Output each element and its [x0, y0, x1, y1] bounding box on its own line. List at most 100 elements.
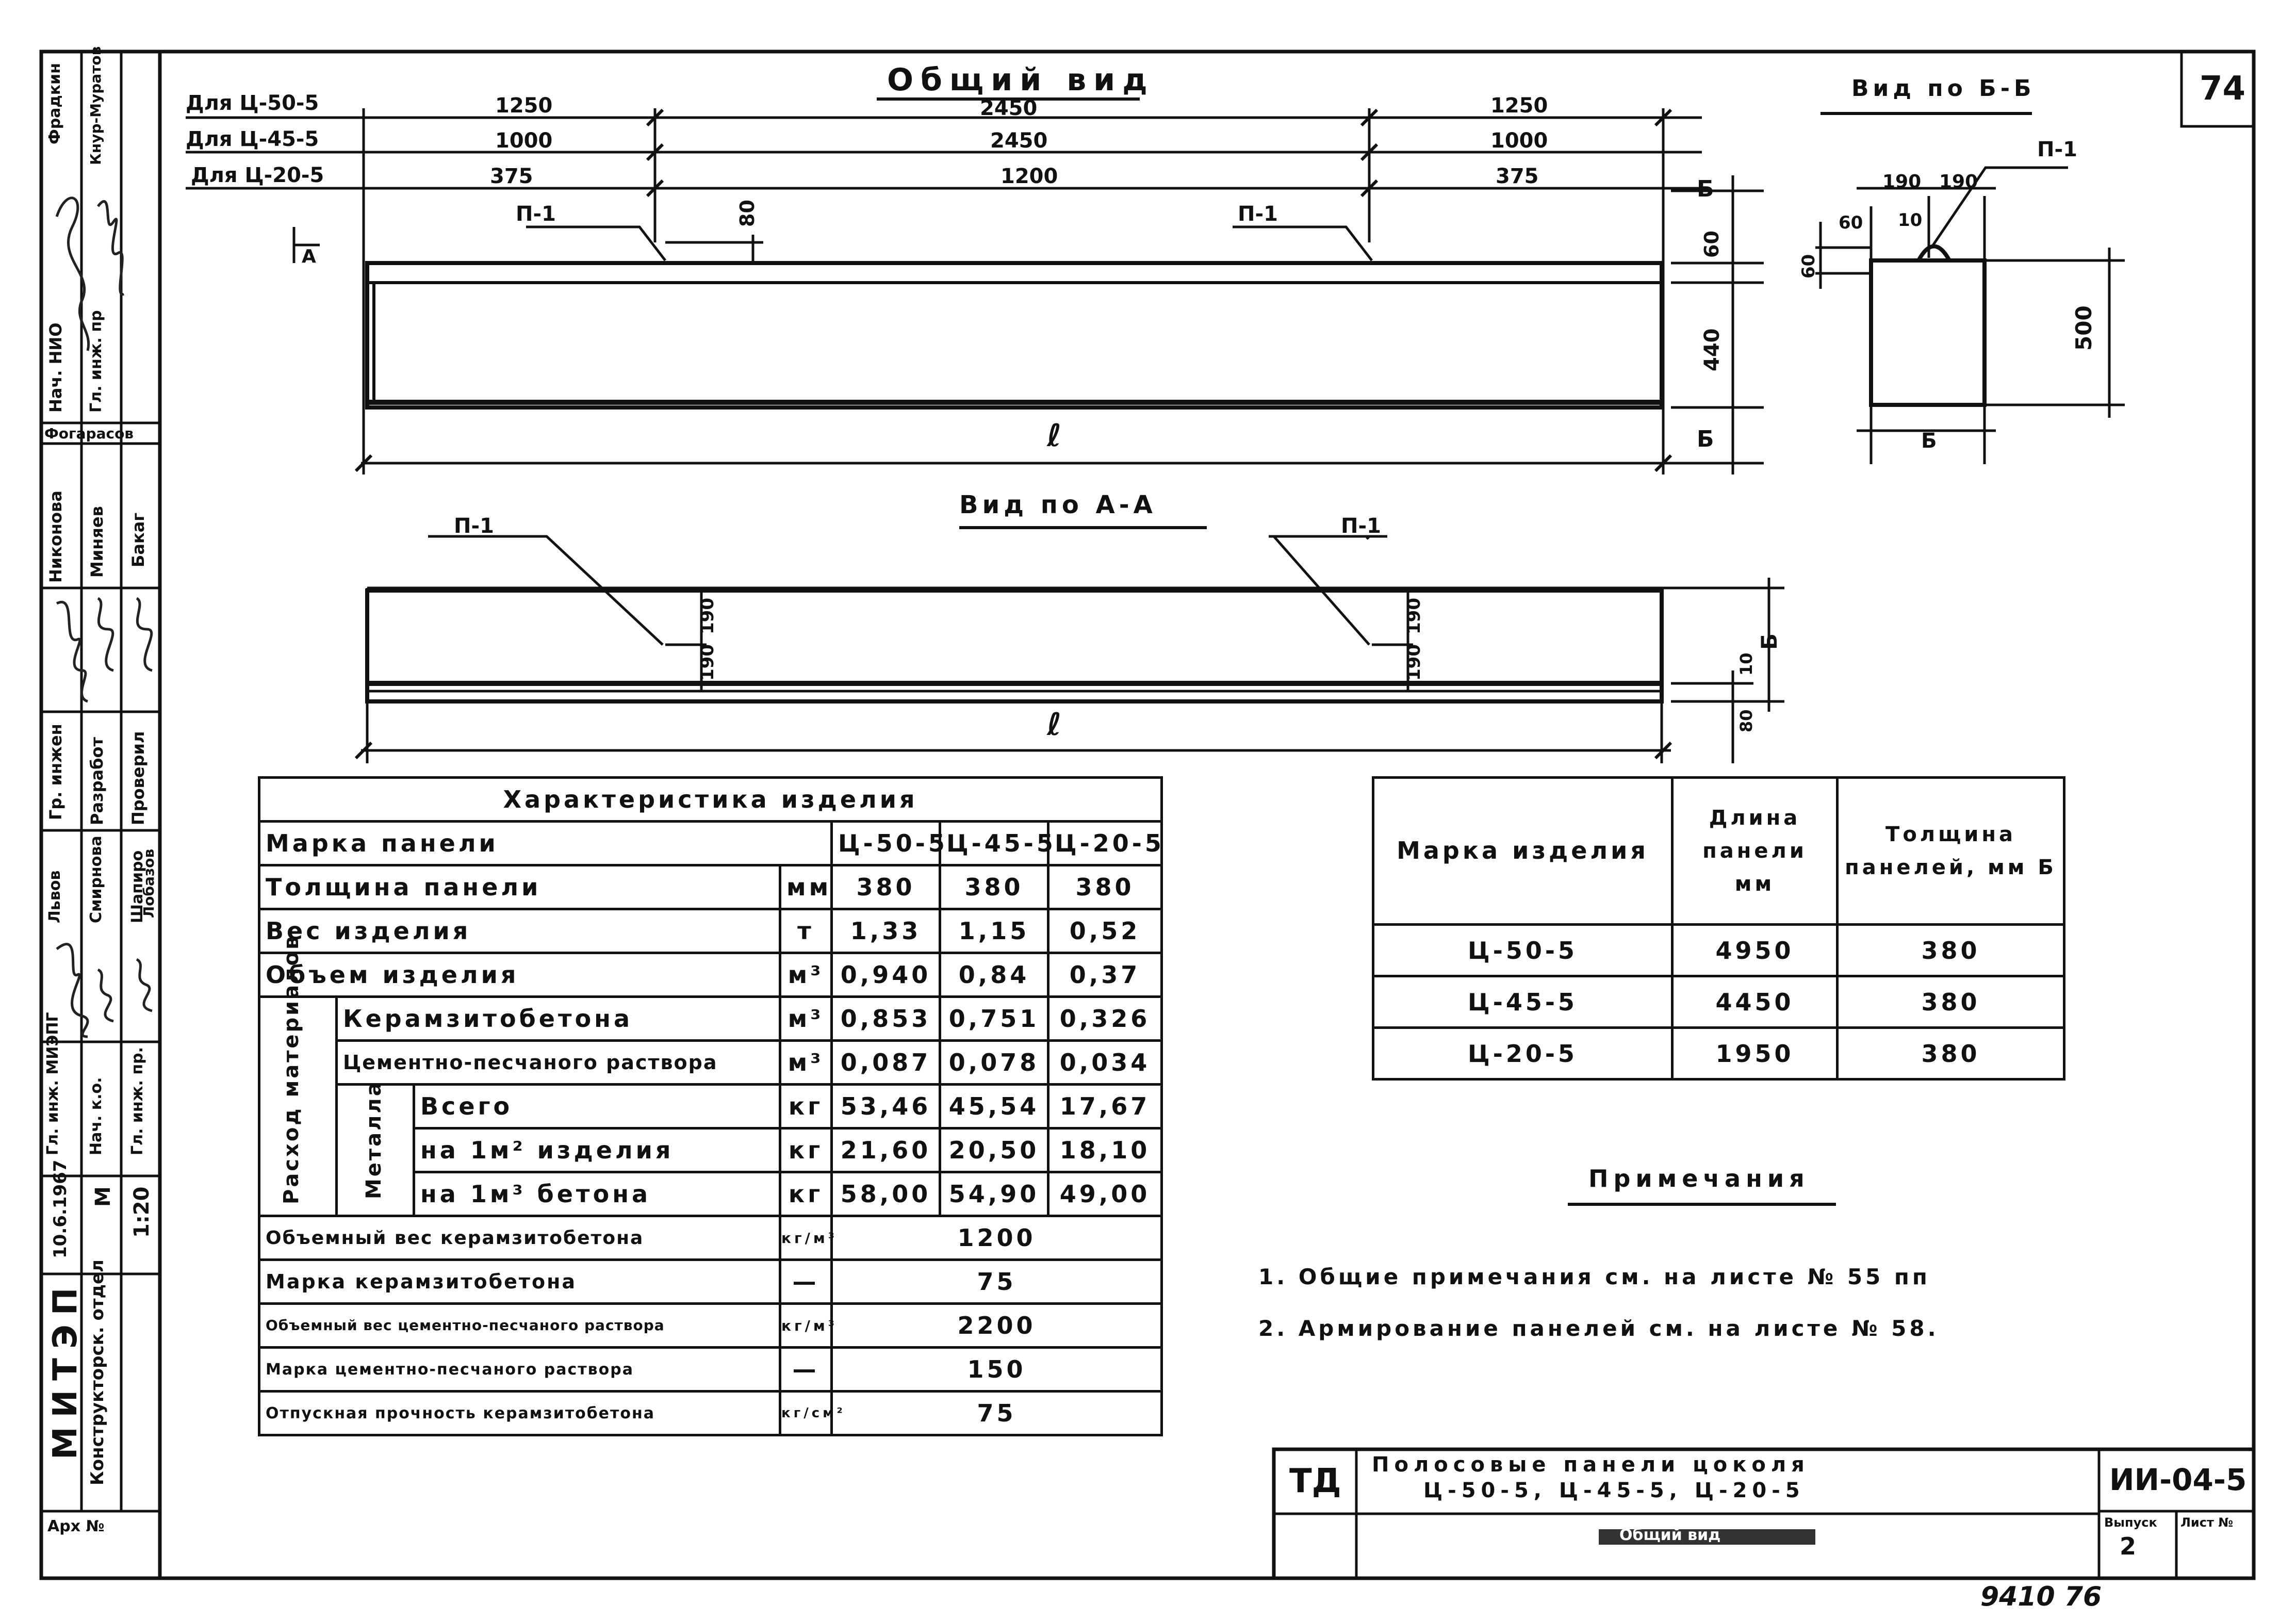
row-value: 380 [830, 864, 941, 910]
characteristics-title: Характеристика изделия [257, 776, 1163, 823]
marks-header-mark: Марка изделия [1372, 776, 1674, 926]
row-unit: м³ [779, 1039, 833, 1086]
row-label: Марка керамзитобетона [258, 1258, 781, 1305]
row-unit: кг/см² [779, 1390, 843, 1436]
general-view-title: Общий вид [887, 62, 1155, 98]
header-col-3: Ц-20-5 [1046, 820, 1163, 866]
view-aa-dim-80: 80 [1736, 709, 1756, 732]
row-value: 1200 [830, 1215, 1163, 1261]
view-aa-dim-10: 10 [1736, 652, 1756, 676]
stamp-role-7: Нач. НИО [46, 322, 65, 413]
title-block-line2: Ц-50-5, Ц-45-5, Ц-20-5 [1423, 1479, 1805, 1502]
row-value: 75 [830, 1390, 1163, 1436]
stamp-archive: Арх № [47, 1517, 105, 1535]
row-value: 380 [1046, 864, 1163, 910]
view-bb-dim-b: Б [1921, 429, 1937, 453]
row-value: 0,087 [830, 1039, 941, 1086]
view-bb-dim-190a: 190 [1882, 171, 1922, 192]
stamp-role-5: Разработ [87, 737, 107, 825]
stamp-name-3: Фогарасов [44, 425, 134, 442]
title-block-sheet-name: Общий вид [1619, 1526, 1721, 1544]
row-unit: м³ [779, 952, 833, 998]
header-col-1: Ц-50-5 [830, 820, 945, 866]
row-value: 18,10 [1046, 1127, 1163, 1173]
row-value: 0,37 [1046, 952, 1163, 998]
table-row: Ц-50-5 4950 380 [1372, 923, 2065, 977]
general-row-mid-1: 2450 [980, 96, 1038, 120]
row-label: Отпускная прочность керамзитобетона [258, 1390, 781, 1436]
metal-group-label: Металла [362, 1080, 386, 1199]
marks-cell: 380 [1836, 923, 2065, 977]
row-unit: кг [779, 1127, 833, 1173]
title-block-issue-label: Выпуск [2104, 1515, 2157, 1530]
stamp-name-8: Смирнова [87, 836, 105, 923]
row-value: 0,034 [1046, 1039, 1163, 1086]
marks-cell: 4450 [1671, 975, 1839, 1029]
stamp-name-7: Львов [46, 870, 64, 923]
view-bb-dim-500: 500 [2071, 305, 2096, 351]
row-label: Цементно-песчаного раствора [335, 1039, 781, 1086]
stamp-name-5: Миняев [87, 506, 107, 578]
sheet-corner-number: 74 [2200, 70, 2246, 108]
scan-note: 9410 76 [1980, 1581, 2102, 1612]
table-row: Ц-45-5 4450 380 [1372, 975, 2065, 1029]
stamp-name-1: Фрадкин [46, 63, 64, 144]
row-unit: т [779, 908, 833, 954]
row-value: 380 [939, 864, 1049, 910]
metal-group-cell: Металла [335, 1080, 415, 1217]
marks-cell: Ц-20-5 [1372, 1026, 1674, 1081]
view-bb-dim-60a: 60 [1839, 212, 1863, 233]
general-dim-60: 60 [1700, 231, 1723, 258]
table-row: Толщина панели мм 380 380 380 [258, 864, 1163, 910]
row-unit: кг [779, 1171, 833, 1217]
table-row: Ц-20-5 1950 380 [1372, 1026, 2065, 1081]
row-value: 0,326 [1046, 995, 1163, 1042]
row-label: на 1м³ бетона [413, 1171, 781, 1217]
row-unit: — [779, 1346, 833, 1393]
marks-cell: 1950 [1671, 1026, 1839, 1081]
row-value: 150 [830, 1346, 1163, 1393]
stamp-dept: Конструкторск. отдел [87, 1259, 108, 1485]
table-row: Вес изделия т 1,33 1,15 0,52 [258, 908, 1163, 954]
row-value: 0,078 [939, 1039, 1049, 1086]
view-aa-dim-190-3: 190 [1404, 598, 1424, 634]
header-col-2: Ц-45-5 [939, 820, 1053, 866]
row-value: 0,84 [939, 952, 1049, 998]
stamp-scale-label: М [91, 1186, 115, 1207]
general-callout-left: П-1 [516, 202, 556, 226]
row-label: Вес изделия [258, 908, 781, 954]
stamp-date: 10.6.1967 [50, 1159, 71, 1258]
row-label: Толщина панели [258, 864, 781, 910]
stamp-role-3: Гл. инж. пр. [128, 1047, 146, 1155]
marks-cell: Ц-50-5 [1372, 923, 1674, 977]
view-aa-dim-b: Б [1757, 633, 1782, 650]
row-unit: — [779, 1258, 833, 1305]
view-bb-dim-60b: 60 [1798, 254, 1819, 279]
row-value: 20,50 [939, 1127, 1049, 1173]
title-block-doc-number: ИИ-04-5 [2109, 1462, 2247, 1497]
marks-cell: 4950 [1671, 923, 1839, 977]
general-row-label-1: Для Ц-50-5 [186, 91, 319, 115]
title-block-issue-value: 2 [2120, 1532, 2137, 1560]
view-aa-dim-length: ℓ [1047, 707, 1062, 743]
row-label: Объемный вес цементно-песчаного раствора [258, 1302, 781, 1349]
row-value: 1,33 [830, 908, 941, 954]
general-dim-length: ℓ [1047, 418, 1062, 454]
table-row: на 1м³ бетона кг 58,00 54,90 49,00 [259, 1171, 1163, 1217]
row-unit: кг [779, 1083, 833, 1130]
view-bb-dim-10: 10 [1898, 210, 1923, 231]
row-value: 49,00 [1046, 1171, 1163, 1217]
marks-header-length: Длина панели мм [1671, 776, 1839, 926]
table-row: Металла Всего кг 53,46 45,54 17,67 [259, 1080, 1163, 1217]
row-label: Объем изделия [258, 952, 781, 998]
row-label: Объемный вес керамзитобетона [258, 1215, 781, 1261]
table-row: Объемный вес цементно-песчаного раствора… [258, 1302, 1163, 1349]
row-value: 58,00 [830, 1171, 941, 1217]
general-row-left-3: 375 [490, 165, 533, 188]
general-dim-b-top: Б [1697, 176, 1714, 202]
row-value: 0,751 [939, 995, 1049, 1042]
row-value: 0,940 [830, 952, 941, 998]
row-unit: м³ [779, 995, 833, 1042]
header-label: Марка панели [258, 820, 833, 866]
